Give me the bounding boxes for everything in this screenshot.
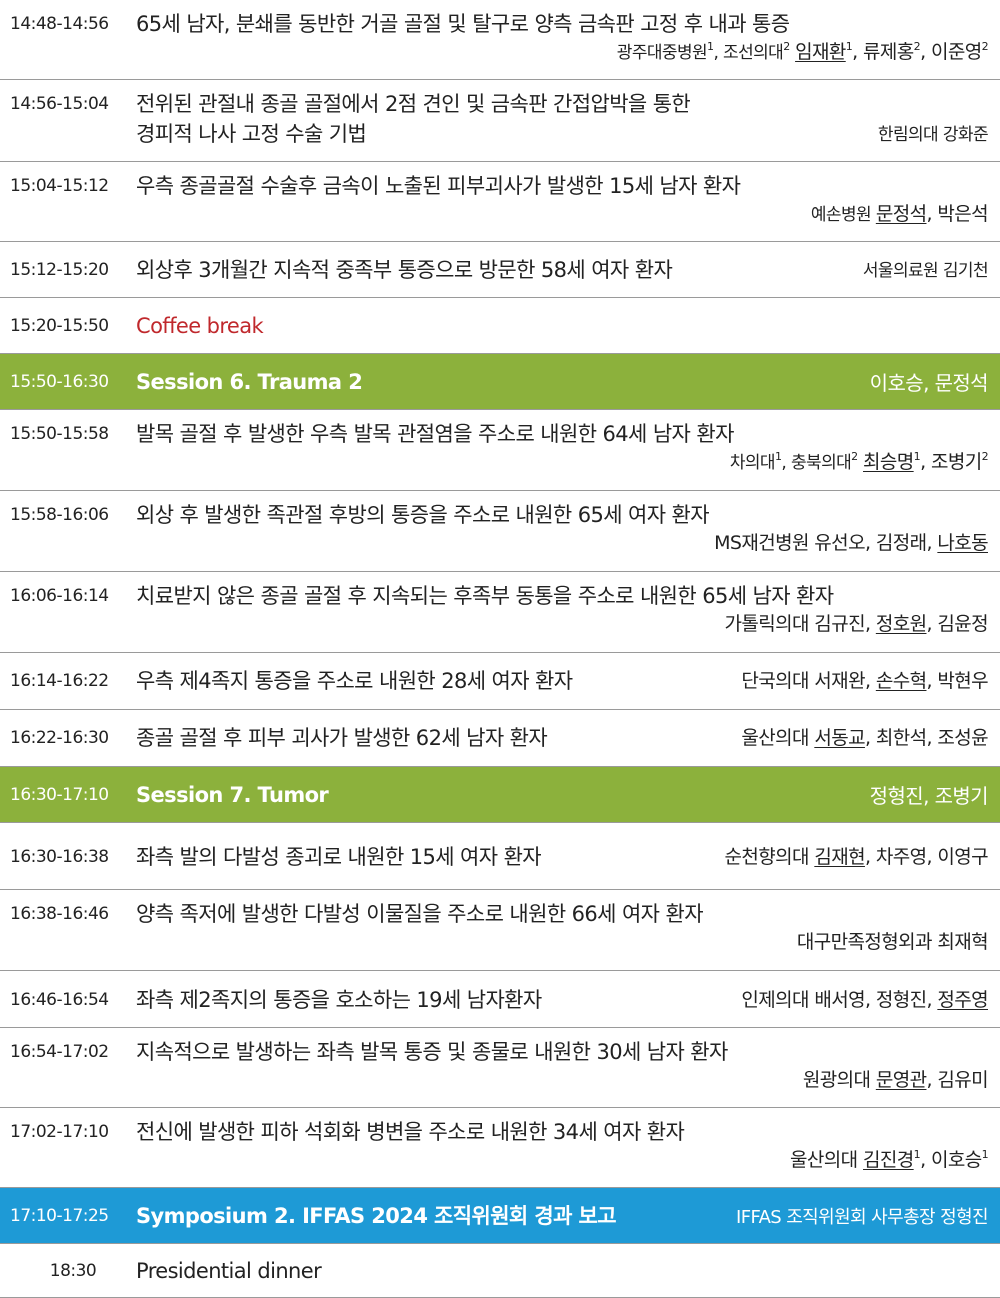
talk-title: 우측 제4족지 통증을 주소로 내원한 28세 여자 환자 xyxy=(136,669,573,693)
session-time: 15:50-16:30 xyxy=(10,371,109,392)
program-row: 14:48-14:56 65세 남자, 분쇄를 동반한 거골 골절 및 탈구로 … xyxy=(0,0,1000,80)
coffee-break-row: 15:20-15:50 Coffee break xyxy=(0,298,1000,354)
time-slot: 18:30 xyxy=(49,1261,97,1281)
program-row: 15:50-15:58 발목 골절 후 발생한 우측 발목 관절염을 주소로 내… xyxy=(0,410,1000,491)
talk-authors: 순천향의대 김재현, 차주영, 이영구 xyxy=(724,845,988,868)
session-header: 16:30-17:10 Session 7. Tumor 정형진, 조병기 xyxy=(0,767,1000,823)
program-row: 16:38-16:46 양측 족저에 발생한 다발성 이물질을 주소로 내원한 … xyxy=(0,890,1000,971)
talk-title: 좌측 제2족지의 통증을 호소하는 19세 남자환자 xyxy=(136,987,542,1012)
time-slot: 16:30-16:38 xyxy=(10,846,109,867)
time-slot: 16:38-16:46 xyxy=(10,904,109,924)
session-title: Session 6. Trauma 2 xyxy=(136,369,363,394)
talk-title: 발목 골절 후 발생한 우측 발목 관절염을 주소로 내원한 64세 남자 환자 xyxy=(136,422,734,446)
session-time: 16:30-17:10 xyxy=(10,784,109,805)
talk-title: 치료받지 않은 종골 골절 후 지속되는 후족부 동통을 주소로 내원한 65세… xyxy=(136,584,834,608)
session-chairs: 이호승, 문정석 xyxy=(869,371,989,395)
program-row: 16:30-16:38 좌측 발의 다발성 종괴로 내원한 15세 여자 환자 … xyxy=(0,823,1000,890)
program-row: 16:46-16:54 좌측 제2족지의 통증을 호소하는 19세 남자환자 인… xyxy=(0,971,1000,1028)
time-slot: 15:50-15:58 xyxy=(10,424,109,444)
program-row: 16:54-17:02 지속적으로 발생하는 좌측 발목 통증 및 종물로 내원… xyxy=(0,1028,1000,1108)
session-chairs: IFFAS 조직위원회 사무총장 정형진 xyxy=(736,1206,989,1228)
talk-title: 종골 골절 후 피부 괴사가 발생한 62세 남자 환자 xyxy=(136,726,548,750)
dinner-label: Presidential dinner xyxy=(136,1259,322,1283)
coffee-break-label: Coffee break xyxy=(136,314,264,338)
talk-authors: 서울의료원 김기천 xyxy=(862,260,989,281)
program-row: 16:22-16:30 종골 골절 후 피부 괴사가 발생한 62세 남자 환자… xyxy=(0,710,1000,767)
talk-authors: 인제의대 배서영, 정형진, 정주영 xyxy=(741,988,988,1011)
time-slot: 17:02-17:10 xyxy=(10,1122,109,1142)
time-slot: 14:56-15:04 xyxy=(10,94,109,114)
talk-title: 우측 종골골절 수술후 금속이 노출된 피부괴사가 발생한 15세 남자 환자 xyxy=(136,174,741,198)
time-slot: 15:12-15:20 xyxy=(10,260,109,280)
talk-authors: 한림의대 강화준 xyxy=(877,125,989,145)
talk-authors: 울산의대 김진경1, 이호승1 xyxy=(790,1148,989,1171)
talk-title: 지속적으로 발생하는 좌측 발목 통증 및 종물로 내원한 30세 남자 환자 xyxy=(136,1040,728,1064)
session-time: 17:10-17:25 xyxy=(10,1205,109,1226)
program-row: 16:14-16:22 우측 제4족지 통증을 주소로 내원한 28세 여자 환… xyxy=(0,653,1000,710)
program-row: 15:04-15:12 우측 종골골절 수술후 금속이 노출된 피부괴사가 발생… xyxy=(0,162,1000,242)
talk-title-line2: 경피적 나사 고정 수술 기법 xyxy=(136,122,367,146)
session-title: Symposium 2. IFFAS 2024 조직위원회 경과 보고 xyxy=(136,1203,617,1228)
program-row: 14:56-15:04 전위된 관절내 종골 골절에서 2점 견인 및 금속판 … xyxy=(0,80,1000,162)
program-row: 16:06-16:14 치료받지 않은 종골 골절 후 지속되는 후족부 동통을… xyxy=(0,572,1000,653)
program-row: 17:02-17:10 전신에 발생한 피하 석회화 병변을 주소로 내원한 3… xyxy=(0,1108,1000,1188)
talk-authors: 가톨릭의대 김규진, 정호원, 김윤정 xyxy=(724,613,988,635)
talk-title: 65세 남자, 분쇄를 동반한 거골 골절 및 탈구로 양측 금속판 고정 후 … xyxy=(136,12,790,36)
session-chairs: 정형진, 조병기 xyxy=(869,784,989,808)
talk-title: 전위된 관절내 종골 골절에서 2점 견인 및 금속판 간접압박을 통한 xyxy=(136,92,691,116)
time-slot: 14:48-14:56 xyxy=(10,14,109,34)
time-slot: 15:58-16:06 xyxy=(10,505,109,525)
time-slot: 15:04-15:12 xyxy=(10,176,109,196)
talk-authors: 단국의대 서재완, 손수혁, 박현우 xyxy=(741,670,988,692)
session-title: Session 7. Tumor xyxy=(136,782,329,807)
time-slot: 16:14-16:22 xyxy=(10,671,109,691)
talk-authors: 광주대중병원1, 조선의대2 임재환1, 류제홍2, 이준영2 xyxy=(616,40,989,63)
talk-authors: 예손병원 문정석, 박은석 xyxy=(810,203,989,225)
session-header: 15:50-16:30 Session 6. Trauma 2 이호승, 문정석 xyxy=(0,354,1000,410)
time-slot: 16:54-17:02 xyxy=(10,1042,109,1062)
program-row: 15:58-16:06 외상 후 발생한 족관절 후방의 통증을 주소로 내원한… xyxy=(0,491,1000,572)
talk-authors: MS재건병원 유선오, 김정래, 나호동 xyxy=(714,532,989,554)
talk-title: 전신에 발생한 피하 석회화 병변을 주소로 내원한 34세 여자 환자 xyxy=(136,1120,685,1144)
time-slot: 15:20-15:50 xyxy=(10,316,109,336)
time-slot: 16:46-16:54 xyxy=(10,989,109,1010)
talk-authors: 울산의대 서동교, 최한석, 조성윤 xyxy=(741,727,988,749)
talk-title: 좌측 발의 다발성 종괴로 내원한 15세 여자 환자 xyxy=(136,844,542,869)
talk-authors: 원광의대 문영관, 김유미 xyxy=(802,1069,989,1091)
time-slot: 16:22-16:30 xyxy=(10,728,109,748)
talk-title: 양측 족저에 발생한 다발성 이물질을 주소로 내원한 66세 여자 환자 xyxy=(136,902,704,926)
symposium-header: 17:10-17:25 Symposium 2. IFFAS 2024 조직위원… xyxy=(0,1188,1000,1244)
talk-authors: 대구만족정형외과 최재혁 xyxy=(796,931,989,953)
talk-title: 외상 후 발생한 족관절 후방의 통증을 주소로 내원한 65세 여자 환자 xyxy=(136,503,710,527)
talk-authors: 차의대1, 충북의대2 최승명1, 조병기2 xyxy=(729,450,989,473)
time-slot: 16:06-16:14 xyxy=(10,586,109,606)
talk-title: 외상후 3개월간 지속적 중족부 통증으로 방문한 58세 여자 환자 xyxy=(136,258,673,282)
program-row: 15:12-15:20 외상후 3개월간 지속적 중족부 통증으로 방문한 58… xyxy=(0,242,1000,298)
dinner-row: 18:30 Presidential dinner xyxy=(0,1244,1000,1298)
